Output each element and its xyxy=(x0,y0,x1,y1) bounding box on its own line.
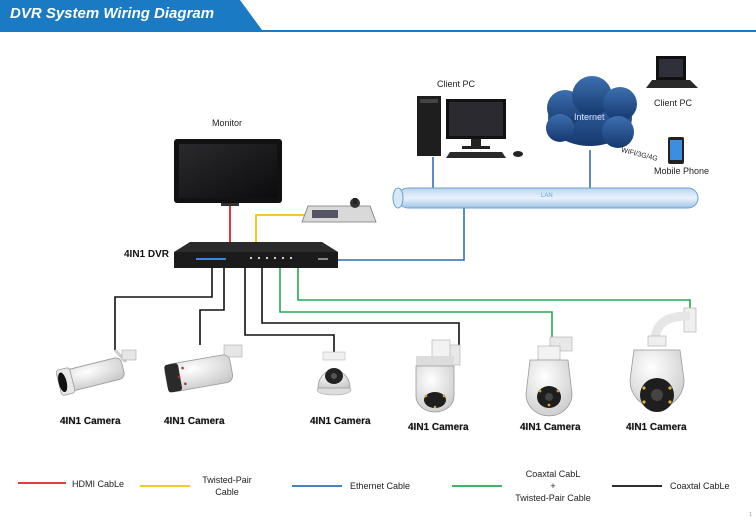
legend-coaxial-label: Coaxtal CabLe xyxy=(670,481,730,491)
client-pc-desktop-label: Client PC xyxy=(437,79,476,89)
coaxial-cables xyxy=(114,268,460,352)
monitor-label: Monitor xyxy=(212,118,243,128)
desktop-pc-icon xyxy=(417,96,523,158)
client-pc-laptop-label: Client PC xyxy=(654,98,693,108)
ptz-camera-icon xyxy=(415,339,461,413)
camera-label: 4IN1 Camera xyxy=(310,416,371,427)
title-banner xyxy=(0,0,262,30)
legend-coax-tp-line1: Coaxtal CabL xyxy=(525,469,581,479)
dome-camera-icon xyxy=(316,351,352,396)
twisted-pair-cable xyxy=(255,214,308,242)
legend-coax-tp-label: Coaxtal CabL + Twisted-Pair Cable xyxy=(506,468,600,504)
dvr-label: 4IN1 DVR xyxy=(124,249,170,260)
legend-swatches xyxy=(18,482,662,487)
header-divider xyxy=(0,30,756,32)
legend-coax-tp-line2: + xyxy=(550,481,556,491)
camera-label: 4IN1 Camera xyxy=(626,422,687,433)
camera-label: 4IN1 Camera xyxy=(408,422,469,433)
legend-coax-tp-line3: Twisted-Pair Cable xyxy=(515,493,591,503)
internet-cloud-icon xyxy=(546,76,637,148)
page-title: DVR System Wiring Diagram xyxy=(10,5,215,22)
mobile-phone-label: Mobile Phone xyxy=(654,166,710,176)
legend-hdmi-label: HDMI CabLe xyxy=(72,479,125,489)
lan-bus xyxy=(392,187,699,209)
legend-twisted-pair-line1: Twisted-Pair xyxy=(202,475,252,485)
camera-label: 4IN1 Camera xyxy=(164,416,225,427)
ethernet-cables xyxy=(338,150,591,261)
bullet-camera-icon xyxy=(55,348,137,396)
camera-label: 4IN1 Camera xyxy=(520,422,581,433)
dvr-device-icon xyxy=(174,242,338,268)
camera-label: 4IN1 Camera xyxy=(60,416,121,427)
legend-ethernet-label: Ethernet Cable xyxy=(350,481,411,491)
legend-twisted-pair-label: Twisted-Pair Cable xyxy=(194,474,260,498)
monitor-icon xyxy=(174,139,282,206)
ptz-keyboard-icon xyxy=(301,198,377,223)
mobile-phone-icon xyxy=(668,137,684,164)
internet-label: Internet xyxy=(574,112,605,122)
legend-twisted-pair-line2: Cable xyxy=(215,487,239,497)
page-number: 1 xyxy=(749,512,752,518)
laptop-icon xyxy=(646,56,698,88)
ptz-camera-icon xyxy=(525,336,573,417)
lan-label: LAN xyxy=(541,193,553,199)
coax-tp-cables xyxy=(279,268,691,337)
ptz-camera-icon xyxy=(629,307,697,412)
bullet-camera-icon xyxy=(164,344,243,393)
